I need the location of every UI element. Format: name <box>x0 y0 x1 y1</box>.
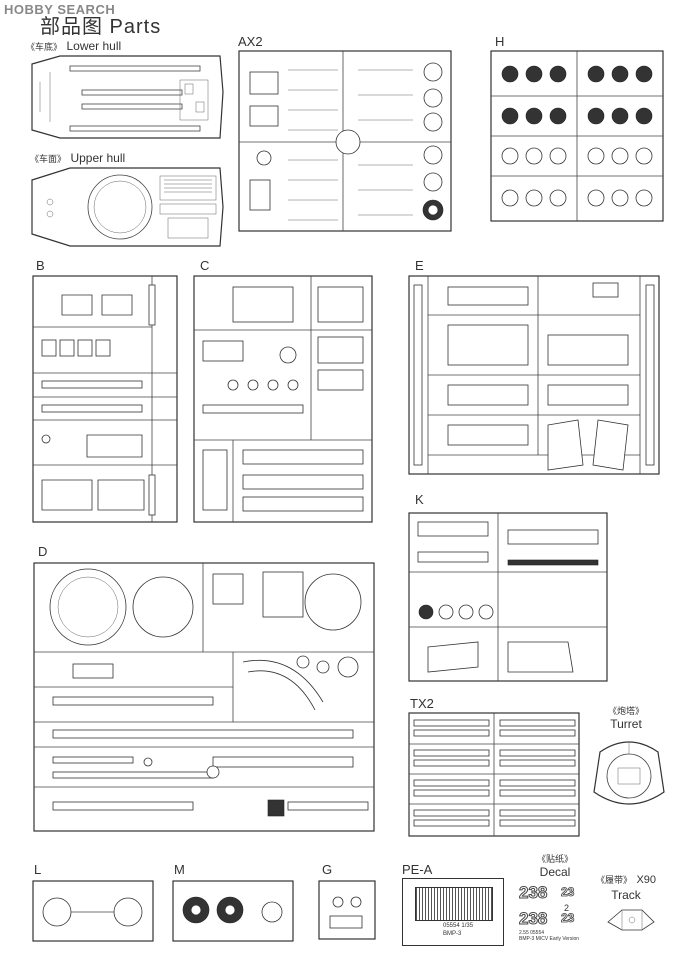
pe-a-sheet: 05554 1/35 BMP-3 <box>402 878 504 946</box>
sprue-tx2 <box>408 712 580 837</box>
track-cn: 《履带》 <box>596 875 633 885</box>
track-drawing <box>607 909 655 931</box>
turret-drawing <box>593 741 665 805</box>
track-label: 《履带》 X90 Track <box>596 870 656 902</box>
track-mult: X90 <box>636 874 657 886</box>
turret-label: 《炮塔》 Turret <box>608 704 644 731</box>
sprue-ax2-label: AX2 <box>238 34 263 49</box>
sprue-b-label: B <box>36 258 45 273</box>
road-wheels <box>501 65 653 207</box>
sprue-b <box>32 275 178 523</box>
sprue-m-label: M <box>174 862 185 877</box>
sprue-l <box>32 880 154 942</box>
sprue-d <box>33 562 375 832</box>
pe-line2: BMP-3 <box>443 931 462 937</box>
decal-caption-1: 2.55 05554 <box>519 930 545 936</box>
sprue-g-label: G <box>322 862 333 877</box>
decal-number-2: 238 <box>518 909 548 929</box>
lower-hull-label: 《车底》 Lower hull <box>26 37 121 55</box>
turret-cn: 《炮塔》 <box>608 706 645 716</box>
pe-a-label: PE-A <box>402 862 433 877</box>
track-links <box>413 719 576 827</box>
sprue-k-label: K <box>415 492 424 507</box>
decal-mid: 2 <box>564 903 570 913</box>
sprue-h-label: H <box>495 34 505 49</box>
sprue-tx2-label: TX2 <box>410 696 434 711</box>
decal-label: 《贴纸》 Decal <box>525 852 585 879</box>
sprue-ax2 <box>238 50 452 232</box>
decal-sheet: 238 23 2 238 23 2.55 05554 BMP-3 MICV Ea… <box>517 883 585 943</box>
page-title: 部品图 Parts <box>40 16 162 38</box>
sprue-d-label: D <box>38 544 48 559</box>
upper-hull-cn: 《车面》 <box>30 154 67 164</box>
pe-grille <box>415 887 493 921</box>
sprue-c-label: C <box>200 258 210 273</box>
decal-cn: 《贴纸》 <box>536 854 573 864</box>
sprue-m <box>172 880 294 942</box>
sprue-c <box>193 275 373 523</box>
sprue-g <box>318 880 376 940</box>
watermark-logo: HOBBY SEARCH <box>4 2 115 17</box>
watermark-text: HOBBY SEARCH <box>4 2 116 17</box>
decal-number-1: 238 <box>518 883 548 903</box>
track-label-row: 《履带》 X90 <box>596 870 656 888</box>
lower-hull-drawing <box>31 55 224 139</box>
sprue-k <box>408 512 608 682</box>
decal-caption-2: BMP-3 MICV Early Version <box>519 936 580 942</box>
sprue-l-label: L <box>34 862 42 877</box>
ax2-small-parts <box>288 69 413 221</box>
sprue-e-label: E <box>415 258 424 273</box>
upper-hull-label: 《车面》 Upper hull <box>30 149 125 167</box>
turret-en: Turret <box>610 717 642 731</box>
decal-small-1: 23 <box>561 885 575 900</box>
lower-hull-en: Lower hull <box>66 39 122 53</box>
sprue-e <box>408 275 660 475</box>
decal-en: Decal <box>539 865 571 879</box>
upper-hull-en: Upper hull <box>70 151 126 165</box>
pe-line1: 05554 1/35 <box>443 923 474 929</box>
decal-small-2: 23 <box>561 911 575 926</box>
upper-hull-drawing <box>31 167 224 247</box>
lower-hull-cn: 《车底》 <box>26 42 63 52</box>
sprue-h <box>490 50 664 222</box>
track-en: Track <box>611 888 641 902</box>
